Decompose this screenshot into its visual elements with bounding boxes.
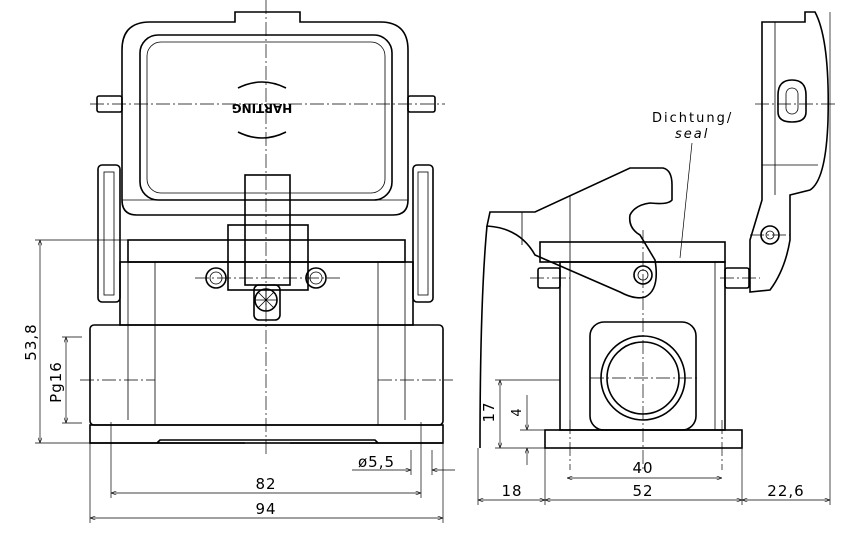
locking-lever-side xyxy=(479,167,673,449)
seal-label-en: seal xyxy=(675,127,709,142)
front-dimensions: 53,8 Pg16 82 94 ø5,5 xyxy=(22,239,455,523)
dim-side-hole-spacing-label: 40 xyxy=(632,459,653,477)
side-housing xyxy=(537,241,750,449)
dim-side-height-label: 17 xyxy=(480,401,498,422)
dim-base-width-label: 52 xyxy=(632,482,653,500)
front-view: HARTING xyxy=(22,0,455,523)
side-cover xyxy=(749,11,830,293)
dim-lever-overhang-label: 18 xyxy=(501,482,522,500)
locking-levers xyxy=(97,164,434,303)
svg-text:HARTING: HARTING xyxy=(232,101,293,115)
side-dimensions: 17 4 40 18 52 22,6 xyxy=(477,379,830,505)
dim-cover-overhang-label: 22,6 xyxy=(767,482,804,500)
dim-overall-width-label: 94 xyxy=(255,500,276,518)
dim-hole-spacing-label: 82 xyxy=(255,475,276,493)
housing-body xyxy=(89,239,444,444)
dim-height-label: 53,8 xyxy=(22,323,40,360)
seal-callout: Dichtung/ seal xyxy=(652,111,733,259)
seal-label-de: Dichtung/ xyxy=(652,111,733,126)
dim-hole-dia-label: ø5,5 xyxy=(358,453,395,471)
harting-logo: HARTING xyxy=(232,81,293,139)
dim-thread-label: Pg16 xyxy=(47,361,65,403)
dim-offset-label: 4 xyxy=(510,407,525,416)
side-view: Dichtung/ seal 17 4 40 18 52 22,6 xyxy=(477,11,838,505)
